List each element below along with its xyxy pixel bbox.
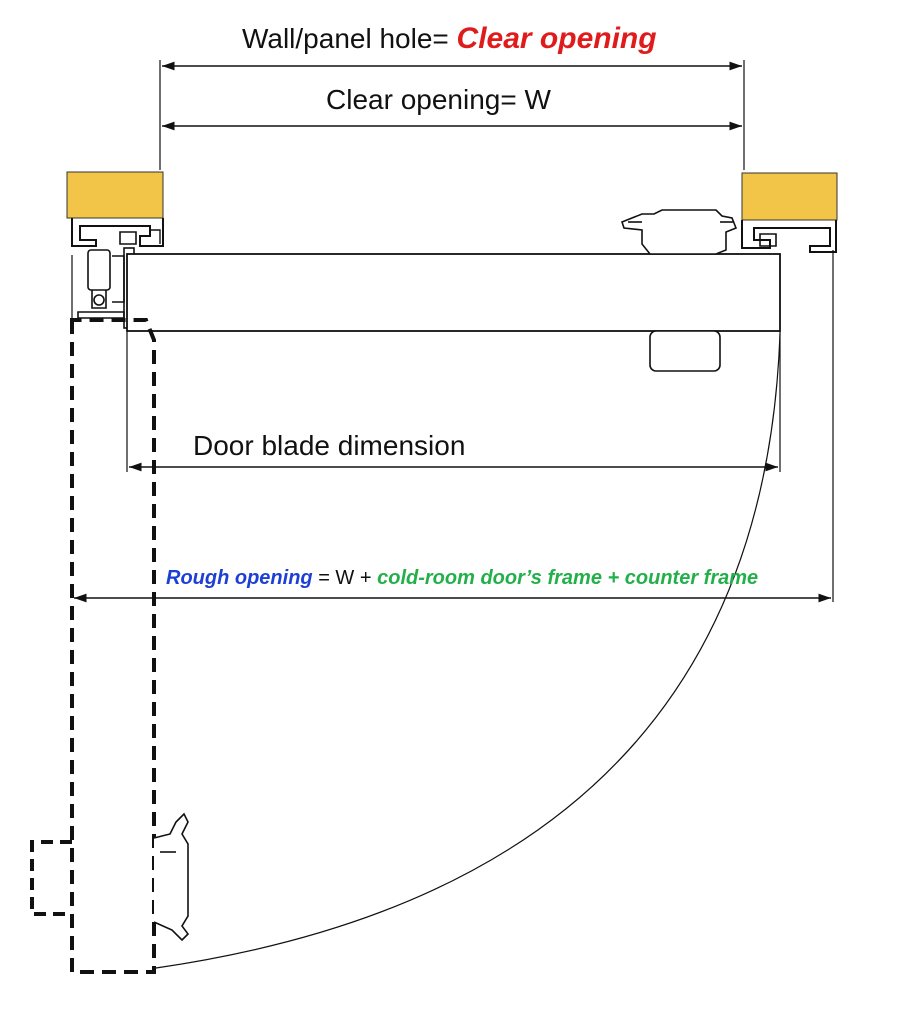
hinge-icon bbox=[77, 247, 135, 329]
rough-opening-term: Rough opening bbox=[166, 567, 313, 589]
left-wall-panel bbox=[66, 171, 164, 247]
door-blade-open bbox=[70, 318, 156, 974]
inner-handle-icon bbox=[649, 330, 721, 372]
clear-opening-label: Clear opening= W bbox=[326, 84, 551, 115]
rough-opening-frames: cold-room door’s frame + counter frame bbox=[377, 567, 759, 589]
right-wall-panel bbox=[741, 172, 838, 253]
wall-hole-prefix: Wall/panel hole= bbox=[242, 23, 449, 54]
extension-lines bbox=[71, 60, 834, 602]
door-blade-label: Door blade dimension bbox=[193, 430, 466, 461]
wall-hole-label: Wall/panel hole= Clear opening bbox=[242, 24, 657, 54]
door-blade-closed bbox=[126, 253, 781, 332]
wall-hole-emphasis: Clear opening bbox=[456, 22, 657, 55]
door-handle-icon bbox=[621, 209, 738, 255]
open-door-outer-handle-icon bbox=[30, 840, 72, 916]
door-swing-arc bbox=[155, 333, 781, 969]
rough-opening-label: Rough opening = W + cold-room door’s fra… bbox=[166, 568, 758, 588]
open-door-inner-handle-icon bbox=[153, 812, 190, 942]
rough-opening-equals: = W + bbox=[312, 567, 378, 589]
